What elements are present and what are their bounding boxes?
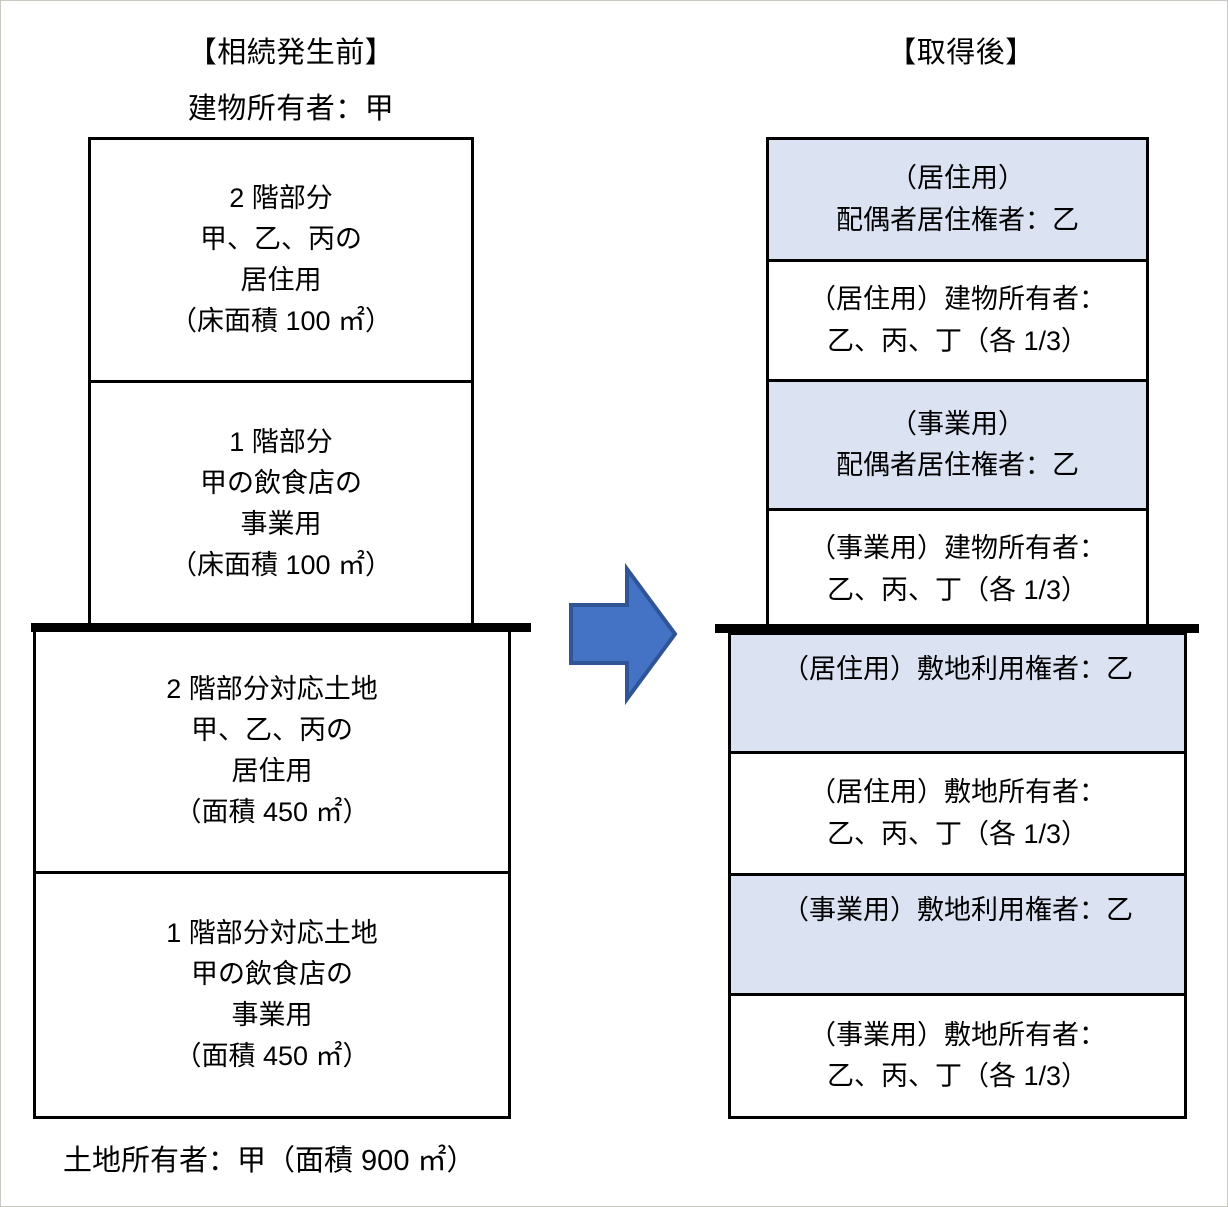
right-building-biz-owner-line2: 乙、丙、丁（各 1/3） [826,574,1089,605]
right-building-biz-owner-line1: （事業用）建物所有者： [809,533,1106,564]
right-building-res-owner: （居住用）建物所有者： 乙、丙、丁（各 1/3） [766,259,1149,382]
right-land-res-owner: （居住用）敷地所有者： 乙、丙、丁（各 1/3） [728,751,1187,876]
left-land-floor2-line3: 居住用 [231,756,313,786]
left-building-floor1: 1 階部分 甲の飲食店の 事業用 （床面積 100 ㎡） [88,380,474,628]
right-building-res-spousal-right: （居住用） 配偶者居住権者：乙 [766,137,1149,262]
right-land-biz-owner-line1: （事業用）敷地所有者： [809,1019,1106,1050]
right-arrow-icon [569,562,678,706]
left-land-floor1: 1 階部分対応土地 甲の飲食店の 事業用 （面積 450 ㎡） [33,871,511,1119]
left-land-floor1-line1: 1 階部分対応土地 [166,917,378,948]
left-building-floor1-line3: 事業用 [240,509,322,539]
right-building-res-owner-line1: （居住用）建物所有者： [809,284,1106,315]
left-building-floor2-line4: （床面積 100 ㎡） [169,306,393,337]
right-building-biz-owner: （事業用）建物所有者： 乙、丙、丁（各 1/3） [766,508,1149,631]
right-land-res-use-right-line1: （居住用）敷地利用権者：乙 [782,654,1133,684]
left-land-floor2-line4: （面積 450 ㎡） [174,797,370,828]
left-land-floor1-line3: 事業用 [231,1000,313,1030]
left-land-floor1-line4: （面積 450 ㎡） [174,1041,370,1072]
left-title: 【相続発生前】 [187,37,395,69]
transition-arrow [567,562,679,706]
right-building-res-spousal-right-line2: 配偶者居住権者：乙 [836,204,1079,235]
right-ground-line [715,624,1199,633]
left-building-floor2-line3: 居住用 [240,265,322,295]
right-land-biz-owner-line2: 乙、丙、丁（各 1/3） [826,1061,1089,1091]
right-land-res-owner-line1: （居住用）敷地所有者： [809,777,1106,808]
left-ground-line [31,623,531,632]
right-title: 【取得後】 [887,37,1035,69]
left-land-floor2: 2 階部分対応土地 甲、乙、丙の 居住用 （面積 450 ㎡） [33,628,511,874]
left-land-floor1-line2: 甲の飲食店の [191,958,353,989]
right-land-res-use-right: （居住用）敷地利用権者：乙 [728,632,1187,754]
right-land-biz-owner: （事業用）敷地所有者： 乙、丙、丁（各 1/3） [728,993,1187,1119]
left-land-floor2-line2: 甲、乙、丙の [191,714,353,745]
right-building-res-owner-line2: 乙、丙、丁（各 1/3） [826,325,1089,356]
left-land-owner-caption: 土地所有者：甲（面積 900 ㎡） [63,1145,476,1177]
right-land-biz-use-right: （事業用）敷地利用権者：乙 [728,873,1187,996]
right-land-biz-use-right-line1: （事業用）敷地利用権者：乙 [782,895,1133,925]
right-building-biz-spousal-right-line2: 配偶者居住権者：乙 [836,450,1079,480]
right-building-biz-spousal-right: （事業用） 配偶者居住権者：乙 [766,379,1149,511]
right-land-res-owner-line2: 乙、丙、丁（各 1/3） [826,818,1089,849]
left-building-floor1-line4: （床面積 100 ㎡） [169,550,393,581]
left-building-floor2-line1: 2 階部分 [229,182,333,213]
left-building-floor1-line1: 1 階部分 [229,426,333,457]
left-subtitle: 建物所有者：甲 [187,93,395,125]
right-building-biz-spousal-right-line1: （事業用） [890,408,1025,439]
left-building-floor2-line2: 甲、乙、丙の [200,223,362,254]
left-building-floor1-line2: 甲の飲食店の [200,467,362,498]
right-building-res-spousal-right-line1: （居住用） [890,163,1025,194]
left-land-floor2-line1: 2 階部分対応土地 [166,673,378,704]
left-building-floor2: 2 階部分 甲、乙、丙の 居住用 （床面積 100 ㎡） [88,137,474,383]
